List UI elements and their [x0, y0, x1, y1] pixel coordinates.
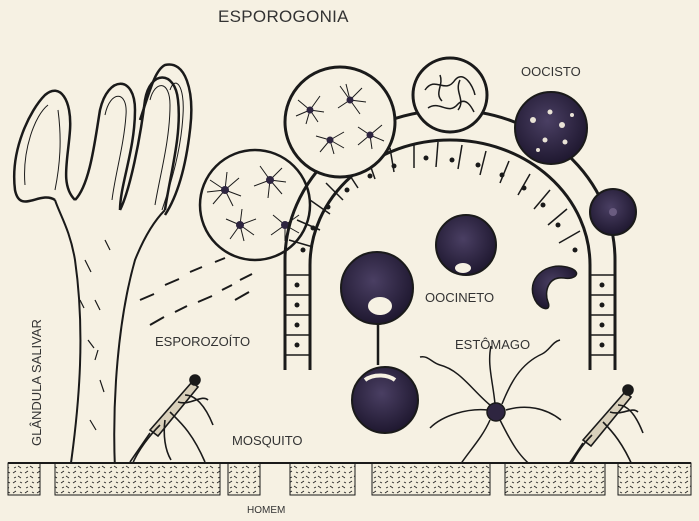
human-skin: [8, 463, 691, 495]
label-oocisto: OOCISTO: [521, 65, 581, 78]
ookinete: [532, 266, 576, 308]
label-homem: HOMEM: [247, 506, 285, 516]
zygote-top: [436, 215, 496, 275]
oocyst-large: [285, 67, 395, 177]
microgamete: [420, 340, 561, 470]
label-oocineto: OOCINETO: [425, 291, 494, 304]
oocyst-medium: [413, 58, 487, 132]
macrogamete: [352, 367, 418, 433]
mosquito-left: [130, 375, 213, 465]
sporozoite-strokes: [140, 258, 252, 325]
label-glandula-salivar: GLÂNDULA SALIVAR: [30, 319, 43, 446]
zygote-left: [341, 252, 413, 324]
diagram-title: ESPOROGONIA: [218, 8, 349, 25]
mosquito-right: [565, 385, 643, 471]
oocyst-small: [590, 189, 636, 235]
label-estomago: ESTÔMAGO: [455, 338, 530, 351]
oocyst-dotted: [515, 92, 587, 164]
label-esporozoito: ESPOROZOÍTO: [155, 335, 250, 348]
sporozoite-cluster: [200, 150, 310, 260]
label-mosquito: MOSQUITO: [232, 434, 303, 447]
